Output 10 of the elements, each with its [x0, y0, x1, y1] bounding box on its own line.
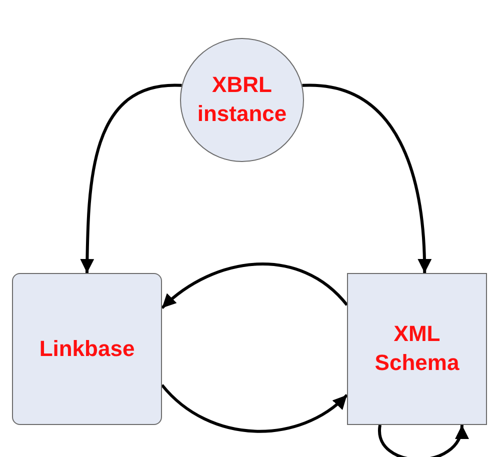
node-label: Linkbase	[39, 334, 135, 363]
process-box	[12, 273, 162, 425]
arrow	[378, 424, 467, 457]
arrow	[80, 84, 182, 274]
process-box	[347, 273, 487, 425]
arrow	[161, 262, 348, 310]
node-label: XML Schema	[374, 320, 460, 377]
arrow	[160, 384, 348, 433]
node-label: XBRL instance	[197, 71, 287, 128]
arrow	[302, 84, 432, 274]
